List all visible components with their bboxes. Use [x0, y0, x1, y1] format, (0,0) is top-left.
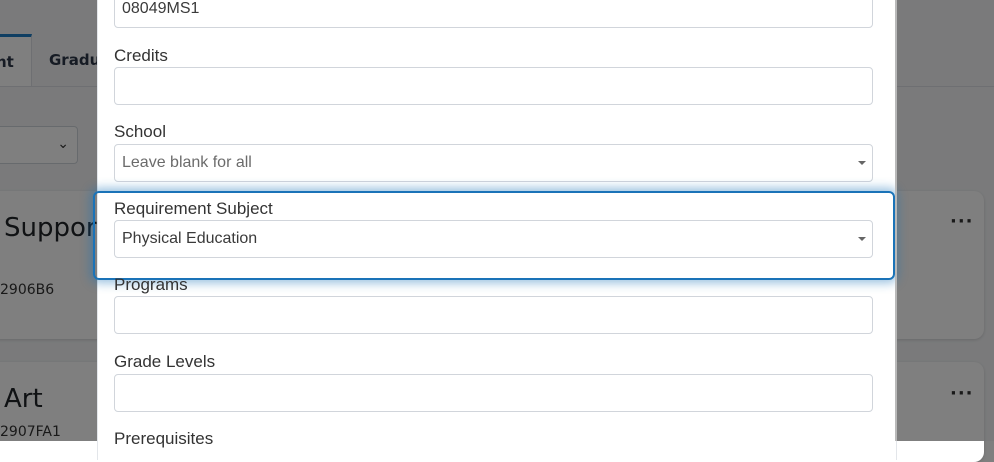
modal-scrollbar[interactable]: [895, 0, 897, 441]
requirement-subject-label: Requirement Subject: [114, 199, 273, 218]
grade-levels-label: Grade Levels: [114, 352, 216, 371]
requirement-subject-value: Physical Education: [122, 230, 258, 247]
grade-levels-input[interactable]: [114, 374, 873, 412]
school-placeholder: Leave blank for all: [122, 154, 252, 171]
credits-label: Credits: [114, 46, 168, 65]
caret-down-icon: [858, 161, 866, 165]
programs-input[interactable]: [114, 296, 873, 334]
focus-highlight: [93, 191, 895, 280]
prerequisites-label: Prerequisites: [114, 429, 214, 448]
programs-label: Programs: [114, 275, 188, 294]
requirement-subject-select[interactable]: Physical Education: [114, 220, 873, 258]
course-code-input[interactable]: 08049MS1: [114, 0, 873, 28]
school-label: School: [114, 122, 166, 141]
credits-input[interactable]: [114, 67, 873, 105]
school-select[interactable]: Leave blank for all: [114, 144, 873, 182]
caret-down-icon: [858, 237, 866, 241]
